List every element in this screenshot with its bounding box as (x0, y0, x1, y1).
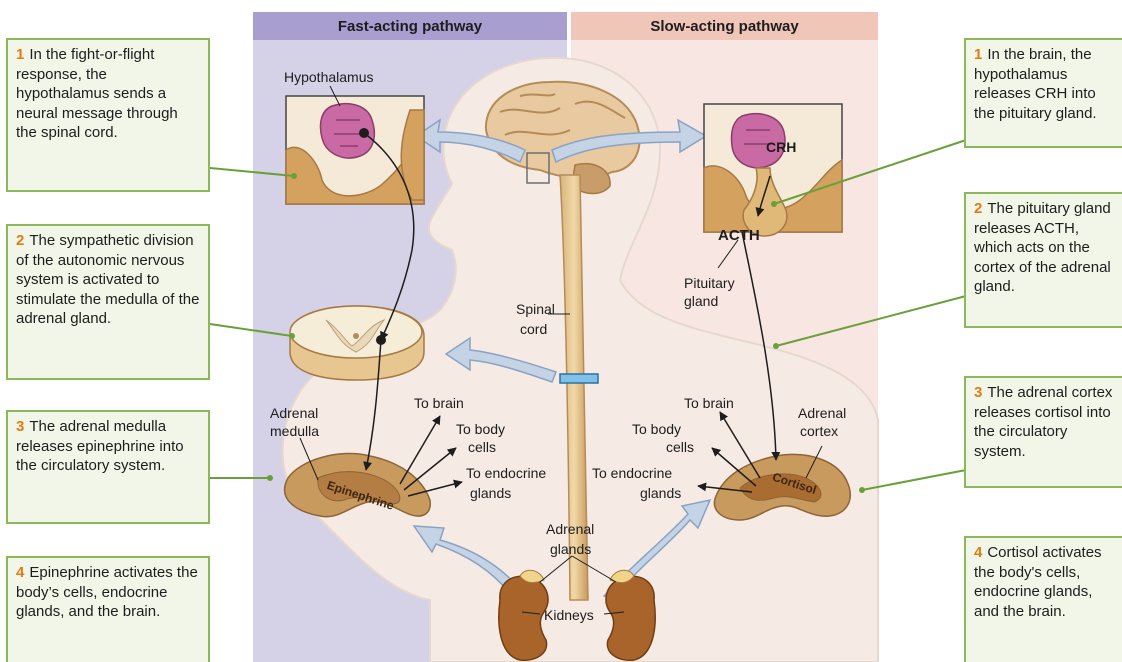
label-adrenal-cortex-2: cortex (800, 423, 838, 439)
step-number: 3 (16, 418, 24, 435)
label-pituitary: Pituitary (684, 275, 735, 291)
kidney-icon (499, 570, 548, 660)
hypothalamus-inset-icon (286, 96, 424, 204)
label-right-to-body-2: cells (666, 439, 694, 455)
callout-text: Epinephrine activates the body’s cells, … (16, 564, 198, 620)
label-crh: CRH (766, 139, 796, 155)
label-kidneys: Kidneys (544, 607, 594, 623)
label-spinal-2: cord (520, 321, 547, 337)
label-right-to-body: To body (632, 421, 681, 437)
label-left-to-endocrine: To endocrine (466, 465, 546, 481)
callout-text: In the fight-or-flight response, the hyp… (16, 46, 178, 141)
label-left-to-brain: To brain (414, 395, 464, 411)
label-spinal: Spinal (516, 301, 555, 317)
label-right-to-endocrine-2: glands (640, 485, 681, 501)
label-adrenal-medulla: Adrenal (270, 405, 318, 421)
label-adrenal-cortex: Adrenal (798, 405, 846, 421)
label-pituitary-2: gland (684, 293, 718, 309)
label-acth: ACTH (718, 227, 760, 244)
label-left-to-body-2: cells (468, 439, 496, 455)
step-number: 4 (974, 544, 982, 561)
pituitary-inset-icon (704, 104, 842, 236)
label-right-to-endocrine: To endocrine (592, 465, 672, 481)
label-adrenal-glands: Adrenal (546, 521, 594, 537)
step-number: 4 (16, 564, 24, 581)
label-adrenal-glands-2: glands (550, 541, 591, 557)
callout-text: In the brain, the hypothalamus releases … (974, 46, 1097, 122)
label-right-to-brain: To brain (684, 395, 734, 411)
callout-text: Cortisol activates the body's cells, end… (974, 544, 1102, 620)
spinal-cord-cut-marker (560, 374, 598, 383)
step-number: 3 (974, 384, 982, 401)
callout-text: The pituitary gland releases ACTH, which… (974, 200, 1111, 295)
step-number: 1 (16, 46, 24, 63)
label-hypothalamus: Hypothalamus (284, 69, 374, 85)
callout-text: The sympathetic division of the autonomi… (16, 232, 199, 327)
kidney-icon (606, 570, 655, 660)
label-adrenal-medulla-2: medulla (270, 423, 319, 439)
spinal-cord-cross-section-icon (290, 306, 424, 380)
step-number: 1 (974, 46, 982, 63)
step-number: 2 (974, 200, 982, 217)
callout-text: The adrenal medulla releases epinephrine… (16, 418, 184, 474)
label-left-to-body: To body (456, 421, 505, 437)
callout-text: The adrenal cortex releases cortisol int… (974, 384, 1112, 460)
label-left-to-endocrine-2: glands (470, 485, 511, 501)
step-number: 2 (16, 232, 24, 249)
